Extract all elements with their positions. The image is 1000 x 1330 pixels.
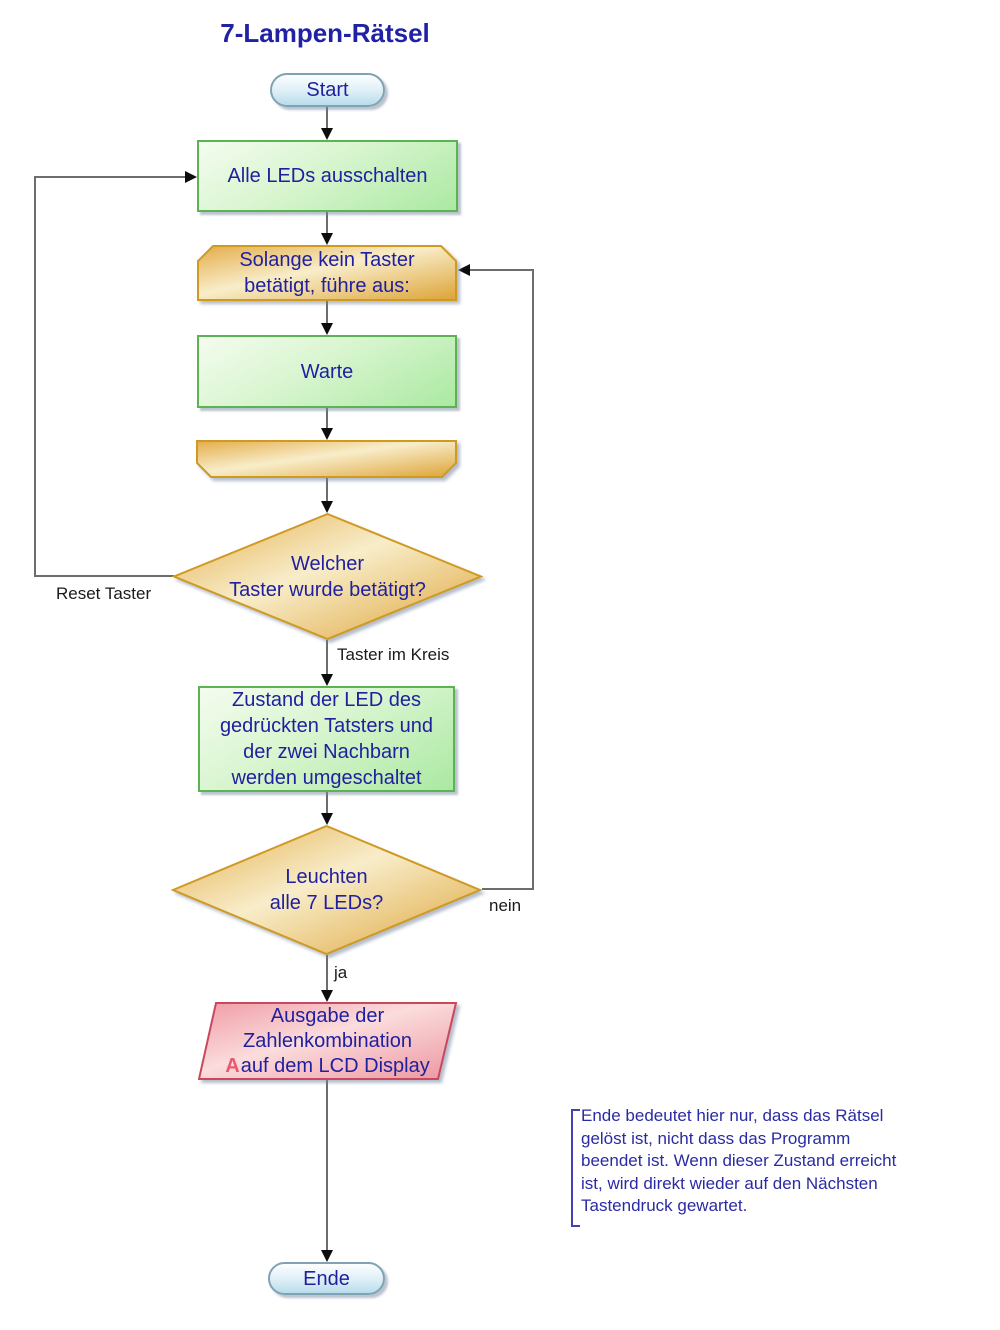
comment-line4: ist, wird direkt wieder auf den Nächsten: [581, 1173, 878, 1193]
node-all-leds-off: Alle LEDs ausschalten: [197, 140, 458, 212]
decision2-line1: Leuchten: [285, 866, 368, 888]
arrowhead-icon: [321, 428, 333, 440]
node-start: Start: [270, 73, 385, 107]
edge-reset-loop-top: [34, 176, 186, 178]
node-loop-begin-label: Solange kein Taster betätigt, führe aus:: [197, 245, 457, 301]
output-lcd-line3-text: auf dem LCD Display: [240, 1054, 430, 1077]
node-loop-end: [196, 440, 457, 478]
node-decision-which-button: Welcher Taster wurde betätigt?: [172, 513, 483, 640]
arrowhead-icon: [185, 171, 197, 183]
node-output-lcd-label: Ausgabe der Zahlenkombination Aauf dem L…: [198, 1002, 457, 1080]
node-toggle-leds-label: Zustand der LED des gedrückten Tatsters …: [200, 688, 453, 790]
edge-toggle-to-decision2: [326, 792, 328, 814]
edge-reset-loop-vertical: [34, 176, 36, 577]
decision-diamond-icon: [171, 825, 482, 955]
edge-loopend-to-decision1: [326, 478, 328, 503]
node-toggle-leds: Zustand der LED des gedrückten Tatsters …: [198, 686, 455, 792]
decision1-line2: Taster wurde betätigt?: [229, 578, 426, 601]
decision1-line1: Welcher: [291, 552, 364, 575]
loop-begin-shape-icon: [197, 245, 457, 301]
arrowhead-icon: [321, 233, 333, 245]
loop-end-shape-icon: [196, 440, 457, 478]
comment-line3: beendet ist. Wenn dieser Zustand erreich…: [581, 1151, 897, 1171]
output-lcd-line3: Aauf dem LCD Display: [225, 1054, 429, 1079]
node-decision-which-button-label: Welcher Taster wurde betätigt?: [172, 513, 483, 640]
toggle-leds-line4: werden umgeschaltet: [231, 767, 422, 789]
node-decision-all-leds: Leuchten alle 7 LEDs?: [171, 825, 482, 955]
node-decision-all-leds-label: Leuchten alle 7 LEDs?: [171, 825, 482, 955]
edge-label-taster-im-kreis: Taster im Kreis: [337, 645, 450, 664]
comment-line2: gelöst ist, nicht dass das Programm: [581, 1128, 851, 1148]
loop-begin-line2: betätigt, führe aus:: [244, 275, 410, 297]
edge-reset-loop-bottom: [34, 575, 174, 577]
arrowhead-icon: [321, 813, 333, 825]
page-title: 7-Lampen-Rätsel: [220, 18, 430, 48]
arrowhead-icon: [321, 323, 333, 335]
comment-bracket-icon: [571, 1109, 580, 1227]
node-warte: Warte: [197, 335, 457, 408]
decision2-line2: alle 7 LEDs?: [269, 892, 384, 914]
edge-nein-loop-bottom: [482, 888, 534, 890]
edge-label-reset-taster: Reset Taster: [56, 584, 152, 603]
arrowhead-icon: [458, 264, 470, 276]
edge-warte-to-loopend: [326, 408, 328, 430]
marker-a-label: A: [225, 1054, 240, 1077]
edge-nein-loop-top: [470, 269, 534, 271]
edge-start-to-reset: [326, 107, 328, 132]
toggle-leds-line1: Zustand der LED des: [232, 689, 421, 711]
output-lcd-line1: Ausgabe der: [270, 1004, 385, 1027]
arrowhead-icon: [321, 128, 333, 140]
node-all-leds-off-label: Alle LEDs ausschalten: [227, 165, 428, 187]
node-ende: Ende: [268, 1262, 385, 1295]
comment-line5: Tastendruck gewartet.: [581, 1196, 748, 1216]
edge-decision1-to-toggle: [326, 640, 328, 675]
edge-decision2-to-output: [326, 955, 328, 991]
edge-reset-to-loop: [326, 212, 328, 235]
comment-line1: Ende bedeutet hier nur, dass das Rätsel: [581, 1106, 884, 1125]
comment-text: Ende bedeutet hier nur, dass das Rätsel …: [581, 1105, 971, 1218]
io-parallelogram-icon: [198, 1002, 457, 1080]
arrowhead-icon: [321, 501, 333, 513]
edge-nein-loop-vertical: [532, 269, 534, 890]
decision-diamond-icon: [172, 513, 483, 640]
arrowhead-icon: [321, 674, 333, 686]
node-start-label: Start: [306, 79, 349, 101]
output-lcd-line2: Zahlenkombination: [243, 1029, 412, 1052]
toggle-leds-line2: gedrückten Tatsters und: [219, 715, 434, 737]
node-warte-label: Warte: [300, 360, 354, 383]
node-ende-label: Ende: [303, 1267, 350, 1290]
edge-label-nein: nein: [489, 896, 522, 915]
node-loop-begin: Solange kein Taster betätigt, führe aus:: [197, 245, 457, 301]
toggle-leds-line3: der zwei Nachbarn: [243, 741, 410, 763]
edge-label-ja: ja: [334, 963, 348, 982]
arrowhead-icon: [321, 1250, 333, 1262]
edge-output-to-ende: [326, 1080, 328, 1251]
loop-begin-line1: Solange kein Taster: [239, 249, 415, 271]
edge-loop-to-warte: [326, 301, 328, 324]
arrowhead-icon: [321, 990, 333, 1002]
node-output-lcd: Ausgabe der Zahlenkombination Aauf dem L…: [198, 1002, 457, 1080]
